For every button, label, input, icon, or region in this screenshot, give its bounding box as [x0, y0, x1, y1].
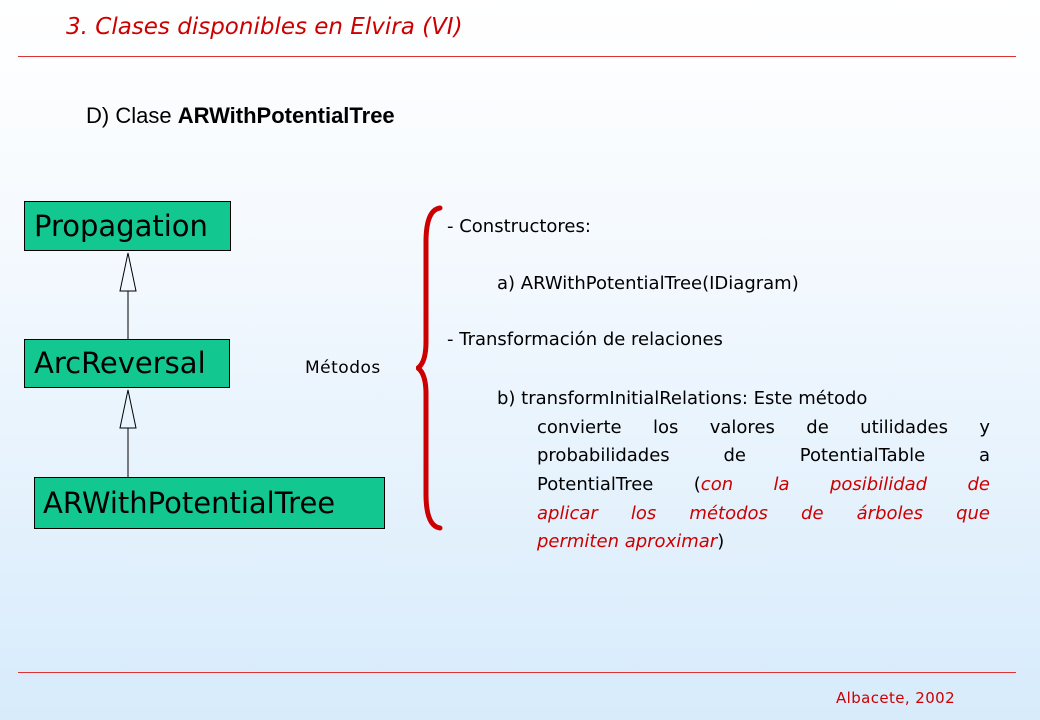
class-label-arcreversal: ArcReversal [34, 346, 206, 380]
transform-heading: - Transformación de relaciones [447, 329, 723, 350]
desc-line-3: PotentialTree (con la posibilidad de [537, 476, 990, 494]
top-divider [18, 56, 1016, 57]
class-box-propagation: Propagation [24, 201, 231, 251]
slide-title: 3. Clases disponibles en Elvira (VI) [66, 14, 463, 40]
class-label-arwithpotentialtree: ARWithPotentialTree [43, 485, 336, 520]
section-heading-class: ARWithPotentialTree [177, 103, 395, 128]
section-heading: D) Clase ARWithPotentialTree [86, 103, 395, 129]
desc-line-2: probabilidades de PotentialTable a [537, 445, 990, 466]
desc-line-3-red: con la posibilidad de [700, 474, 990, 495]
methods-label: Métodos [305, 358, 381, 378]
inheritance-arrow-lower [119, 389, 137, 477]
constructor-a: a) ARWithPotentialTree(IDiagram) [497, 273, 799, 294]
curly-brace [416, 205, 443, 531]
desc-line-5-end: ) [717, 531, 725, 552]
bottom-divider [18, 672, 1016, 673]
footer-text: Albacete, 2002 [836, 689, 956, 707]
class-label-propagation: Propagation [34, 208, 208, 243]
desc-line-5: permiten aproximar) [537, 533, 724, 551]
desc-line-1: convierte los valores de utilidades y [537, 417, 990, 438]
desc-line-4: aplicar los métodos de árboles que [537, 503, 990, 524]
constructors-heading: - Constructores: [447, 216, 591, 237]
desc-line-5-red: permiten aproximar [537, 531, 718, 552]
class-box-arcreversal: ArcReversal [24, 339, 230, 388]
transform-method-b: b) transformInitialRelations: Este métod… [497, 388, 868, 409]
class-box-arwithpotentialtree: ARWithPotentialTree [34, 477, 385, 529]
section-heading-prefix: D) Clase [86, 103, 178, 128]
inheritance-arrow-upper [119, 252, 137, 340]
desc-line-3-start: PotentialTree ( [537, 474, 701, 495]
